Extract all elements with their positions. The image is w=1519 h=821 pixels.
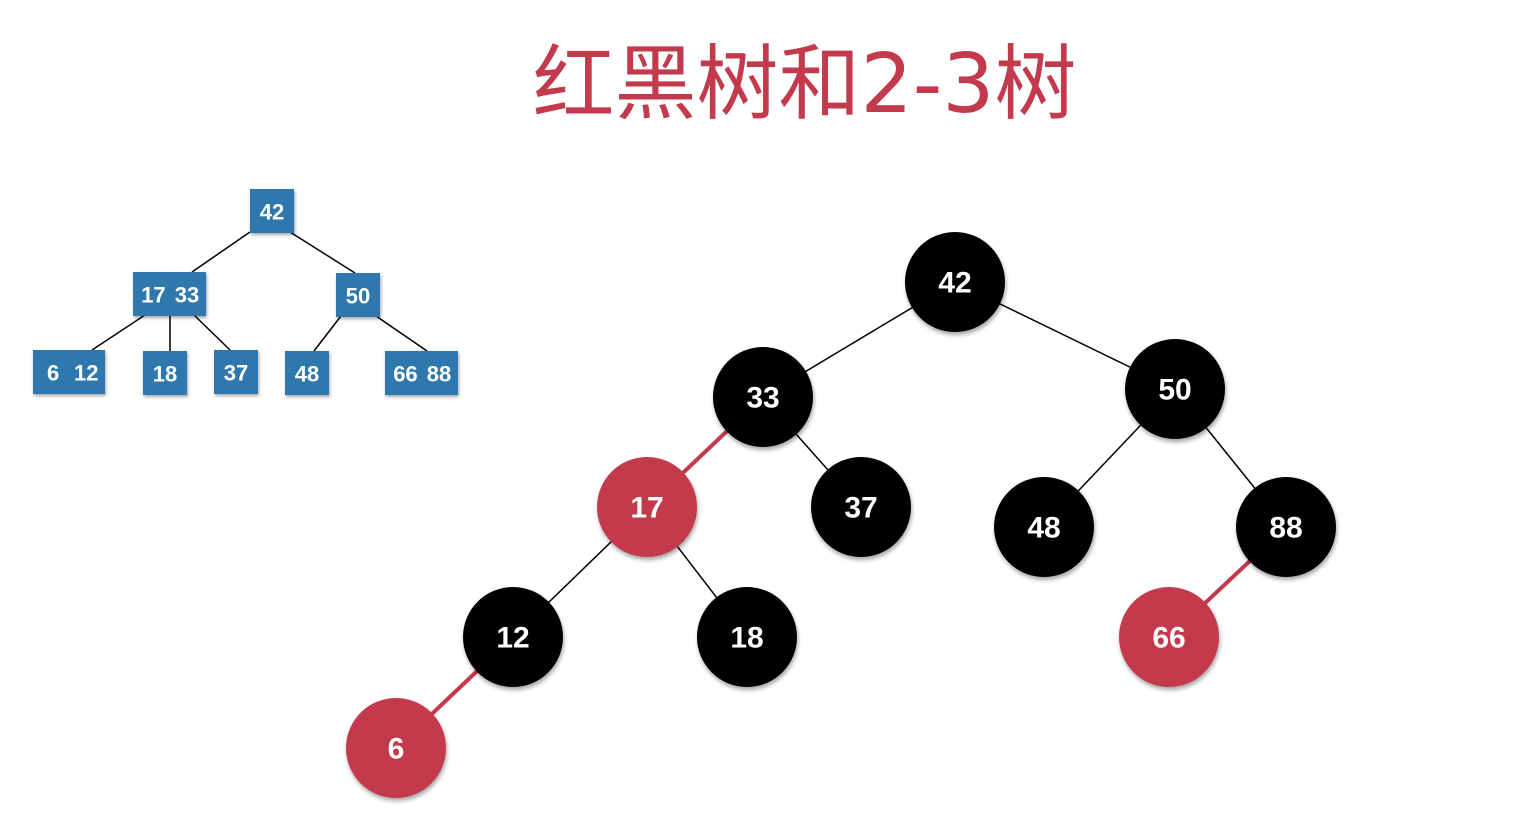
rb-node-circle-black (994, 477, 1094, 577)
rb-node-circle-red (346, 698, 446, 798)
rb-node-circle-black (905, 232, 1005, 332)
tree23-edge-n17_33-n37 (193, 314, 231, 351)
tree23-node-box (33, 350, 105, 394)
tree23-key: 18 (153, 362, 177, 387)
rb-node-key: 37 (844, 492, 877, 525)
rb-node-12: 12 (463, 587, 563, 687)
tree23-key: 88 (427, 362, 451, 387)
tree23-edge-n42-n17_33 (191, 231, 251, 273)
rb-node-circle-black (697, 587, 797, 687)
rb-node-key: 88 (1269, 512, 1302, 545)
tree23-node-37: 37 (214, 350, 258, 394)
rb-node-key: 12 (496, 622, 529, 655)
rb-node-circle-black (1236, 477, 1336, 577)
rb-node-key: 6 (388, 733, 405, 766)
tree23-key: 12 (74, 361, 98, 386)
rb-node-66: 66 (1119, 587, 1219, 687)
rb-node-circle-black (713, 347, 813, 447)
rb-node-key: 48 (1027, 512, 1060, 545)
tree23-node-66-88: 66 88 (385, 351, 458, 395)
tree23-node-48: 48 (285, 351, 329, 395)
tree23-node-50: 50 (336, 273, 380, 317)
rb-node-50: 50 (1125, 339, 1225, 439)
tree23-node-box (285, 351, 329, 395)
rb-node-circle-red (597, 457, 697, 557)
rb-node-circle-black (1125, 339, 1225, 439)
tree23-key: 42 (260, 200, 284, 225)
rb-node-42: 42 (905, 232, 1005, 332)
tree23-node-box (143, 351, 187, 395)
rb-node-key: 33 (746, 382, 779, 415)
rb-node-17: 17 (597, 457, 697, 557)
tree23-node-42: 42 (250, 189, 294, 233)
tree23-node-box (250, 189, 294, 233)
rb-node-circle-black (463, 587, 563, 687)
tree23-key: 33 (175, 283, 199, 308)
rb-node-33: 33 (713, 347, 813, 447)
rb-node-circle-black (811, 457, 911, 557)
rb-node-88: 88 (1236, 477, 1336, 577)
rb-node-48: 48 (994, 477, 1094, 577)
tree23-key: 50 (346, 284, 370, 309)
rb-node-key: 50 (1158, 374, 1191, 407)
rb-node-18: 18 (697, 587, 797, 687)
rb-node-key: 42 (938, 267, 971, 300)
tree23-key: 37 (224, 361, 248, 386)
tree23-key: 6 (47, 361, 59, 386)
rb-node-circle-red (1119, 587, 1219, 687)
tree23-key: 48 (295, 362, 319, 387)
tree23-edge-n50-n66_88 (375, 315, 428, 352)
rb-node-37: 37 (811, 457, 911, 557)
tree23-node-18: 18 (143, 351, 187, 395)
tree23-node-6-12: 6 12 (33, 350, 105, 394)
tree23-key: 66 (393, 362, 417, 387)
tree23-node-box (133, 272, 206, 316)
slide-title: 红黑树和2-3树 (532, 37, 1077, 132)
rb-node-key: 66 (1152, 622, 1185, 655)
tree23-key: 17 (141, 283, 165, 308)
tree23-edge-n17_33-n6_12 (91, 314, 146, 351)
tree23-edge-n42-n50 (289, 231, 356, 274)
rb-node-key: 17 (630, 492, 663, 525)
rb-node-6: 6 (346, 698, 446, 798)
tree23-node-box (385, 351, 458, 395)
rb-node-key: 18 (730, 622, 763, 655)
tree23-node-box (214, 350, 258, 394)
tree23-node-box (336, 273, 380, 317)
tree23-edge-n50-n48 (313, 315, 342, 352)
